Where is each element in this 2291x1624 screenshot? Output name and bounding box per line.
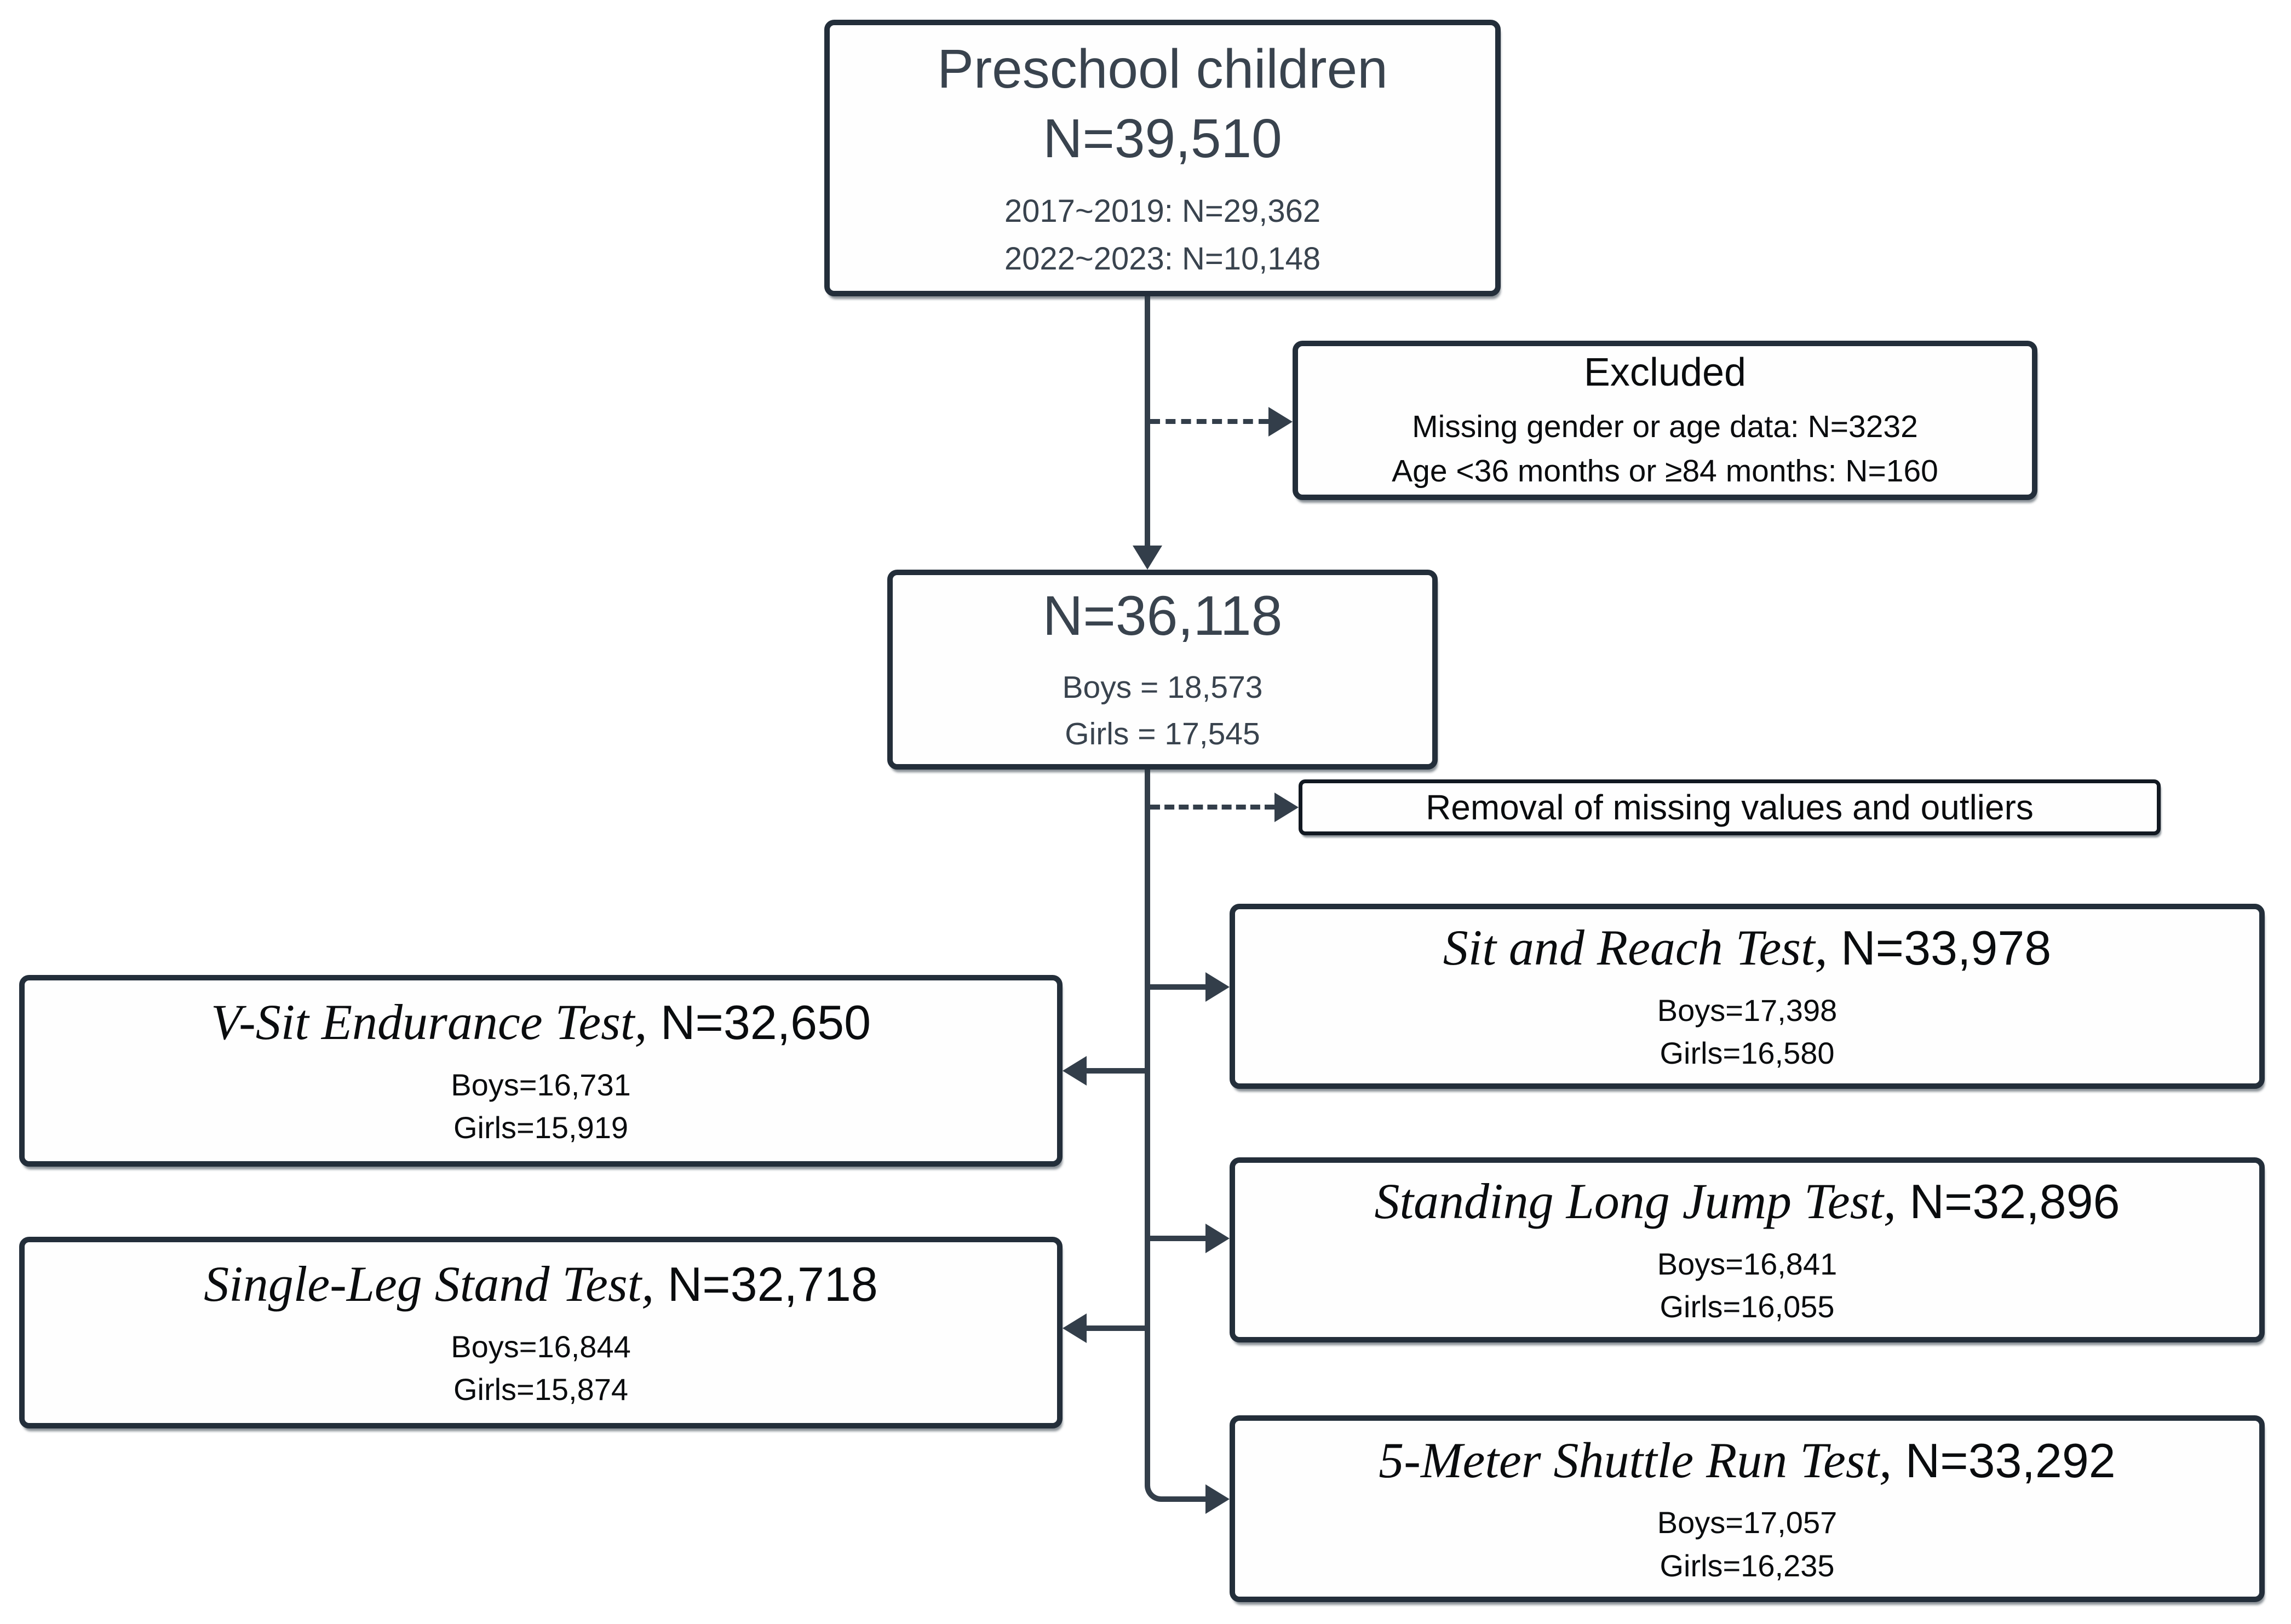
source-title: Preschool children — [937, 38, 1388, 100]
test-box-single-leg-stand: Single-Leg Stand Test, N=32,718 Boys=16,… — [19, 1237, 1063, 1428]
source-details: 2017~2019: N=29,362 2022~2023: N=10,148 — [1004, 187, 1320, 283]
excluded-title: Excluded — [1583, 350, 1747, 394]
source-population-box: Preschool children N=39,510 2017~2019: N… — [824, 20, 1501, 296]
arrowhead-removal — [1274, 793, 1299, 822]
test-details: Boys=16,841 Girls=16,055 — [1657, 1243, 1837, 1329]
test-box-sit-and-reach: Sit and Reach Test, N=33,978 Boys=17,398… — [1230, 904, 2265, 1089]
test-n-value: N=32,718 — [667, 1257, 878, 1312]
source-detail-line: 2017~2019: N=29,362 — [1004, 193, 1321, 229]
test-boys-line: Boys=17,057 — [1657, 1505, 1838, 1540]
test-boys-line: Boys=17,398 — [1657, 992, 1838, 1028]
test-name: 5-Meter Shuttle Run Test, — [1379, 1432, 1892, 1488]
test-n-value: N=32,650 — [660, 995, 871, 1050]
branch-v-sit — [1087, 1068, 1145, 1074]
test-heading: Sit and Reach Test, N=33,978 — [1443, 917, 2051, 978]
trunk-line — [1145, 770, 1150, 1482]
arrowhead-standing-long-jump — [1205, 1224, 1230, 1253]
arrowhead-shuttle-run — [1205, 1484, 1230, 1514]
test-n-value: N=33,292 — [1905, 1433, 2116, 1488]
source-detail-line: 2022~2023: N=10,148 — [1004, 241, 1321, 277]
branch-shuttle-run — [1170, 1496, 1205, 1502]
excluded-box: Excluded Missing gender or age data: N=3… — [1293, 341, 2037, 500]
test-details: Boys=17,057 Girls=16,235 — [1657, 1501, 1837, 1587]
removal-note-box: Removal of missing values and outliers — [1299, 779, 2161, 835]
test-box-standing-long-jump: Standing Long Jump Test, N=32,896 Boys=1… — [1230, 1157, 2265, 1342]
source-n-value: N=39,510 — [1043, 108, 1282, 169]
test-box-v-sit-endurance: V-Sit Endurance Test, N=32,650 Boys=16,7… — [19, 975, 1063, 1167]
test-heading: Standing Long Jump Test, N=32,896 — [1374, 1171, 2120, 1231]
test-details: Boys=17,398 Girls=16,580 — [1657, 989, 1837, 1075]
test-girls-line: Girls=16,235 — [1660, 1548, 1835, 1583]
removal-label: Removal of missing values and outliers — [1426, 787, 2034, 827]
branch-single-leg-stand — [1087, 1325, 1145, 1331]
test-girls-line: Girls=16,580 — [1660, 1036, 1835, 1071]
test-name: Single-Leg Stand Test, — [204, 1256, 654, 1312]
test-n-value: N=32,896 — [1909, 1174, 2120, 1229]
test-girls-line: Girls=15,874 — [453, 1372, 629, 1407]
test-n-value: N=33,978 — [1841, 921, 2052, 975]
test-heading: 5-Meter Shuttle Run Test, N=33,292 — [1379, 1430, 2116, 1490]
excluded-detail-line: Missing gender or age data: N=3232 — [1412, 409, 1918, 444]
eligible-details: Boys = 18,573 Girls = 17,545 — [1062, 664, 1262, 758]
arrowhead-down-cohort — [1133, 546, 1162, 570]
arrowhead-v-sit — [1063, 1056, 1087, 1086]
eligible-boys-line: Boys = 18,573 — [1062, 669, 1263, 705]
test-boys-line: Boys=16,731 — [451, 1067, 631, 1102]
excluded-details: Missing gender or age data: N=3232 Age <… — [1392, 405, 1938, 493]
arrowhead-excluded — [1268, 407, 1293, 437]
test-heading: V-Sit Endurance Test, N=32,650 — [211, 992, 871, 1052]
test-heading: Single-Leg Stand Test, N=32,718 — [204, 1254, 878, 1314]
test-boys-line: Boys=16,841 — [1657, 1246, 1838, 1281]
test-details: Boys=16,731 Girls=15,919 — [451, 1064, 630, 1150]
eligible-girls-line: Girls = 17,545 — [1065, 716, 1260, 752]
test-girls-line: Girls=16,055 — [1660, 1289, 1835, 1324]
branch-standing-long-jump — [1150, 1236, 1205, 1241]
arrowhead-sit-and-reach — [1205, 972, 1230, 1002]
dashed-connector-excluded — [1150, 419, 1268, 424]
test-boys-line: Boys=16,844 — [451, 1329, 631, 1364]
connector-source-to-cohort — [1145, 296, 1150, 548]
test-girls-line: Girls=15,919 — [453, 1110, 629, 1145]
dashed-connector-removal — [1150, 805, 1274, 810]
branch-sit-and-reach — [1150, 984, 1205, 990]
test-box-shuttle-run: 5-Meter Shuttle Run Test, N=33,292 Boys=… — [1230, 1415, 2265, 1602]
trunk-bottom-corner — [1145, 1479, 1172, 1502]
eligible-cohort-box: N=36,118 Boys = 18,573 Girls = 17,545 — [887, 570, 1438, 770]
test-name: Standing Long Jump Test, — [1374, 1173, 1896, 1230]
test-name: Sit and Reach Test, — [1443, 920, 1828, 976]
arrowhead-single-leg-stand — [1063, 1313, 1087, 1343]
test-details: Boys=16,844 Girls=15,874 — [451, 1325, 630, 1411]
eligible-n-value: N=36,118 — [1042, 584, 1283, 647]
excluded-detail-line: Age <36 months or ≥84 months: N=160 — [1392, 453, 1938, 489]
test-name: V-Sit Endurance Test, — [210, 994, 647, 1051]
